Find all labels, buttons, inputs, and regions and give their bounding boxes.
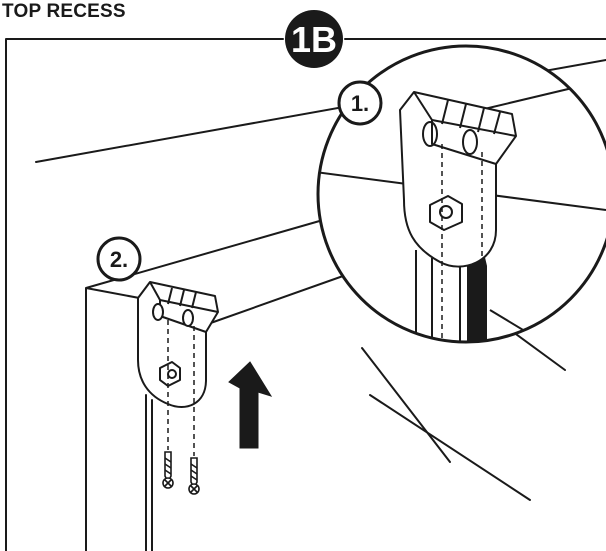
step-2-label: 2.: [110, 247, 128, 272]
screw-guide-lines: [167, 320, 195, 456]
zoom-circle-detail: [316, 44, 606, 344]
cabinet-top-surface: [85, 217, 361, 551]
step-2-badge: 2.: [96, 236, 142, 282]
screw-icon: [162, 451, 174, 489]
step-1-label: 1.: [351, 91, 369, 116]
arrow-up-icon: [228, 361, 273, 449]
bracket-main: [137, 281, 219, 408]
frame-border: [5, 38, 284, 551]
step-1-badge: 1.: [337, 80, 383, 126]
section-badge: 1B: [285, 10, 343, 68]
glass-reflection-line: [369, 394, 531, 501]
glass-reflection-line: [361, 347, 451, 463]
screw-icon: [188, 457, 200, 495]
section-title: TOP RECESS: [2, 1, 126, 22]
section-badge-label: 1B: [291, 19, 337, 60]
